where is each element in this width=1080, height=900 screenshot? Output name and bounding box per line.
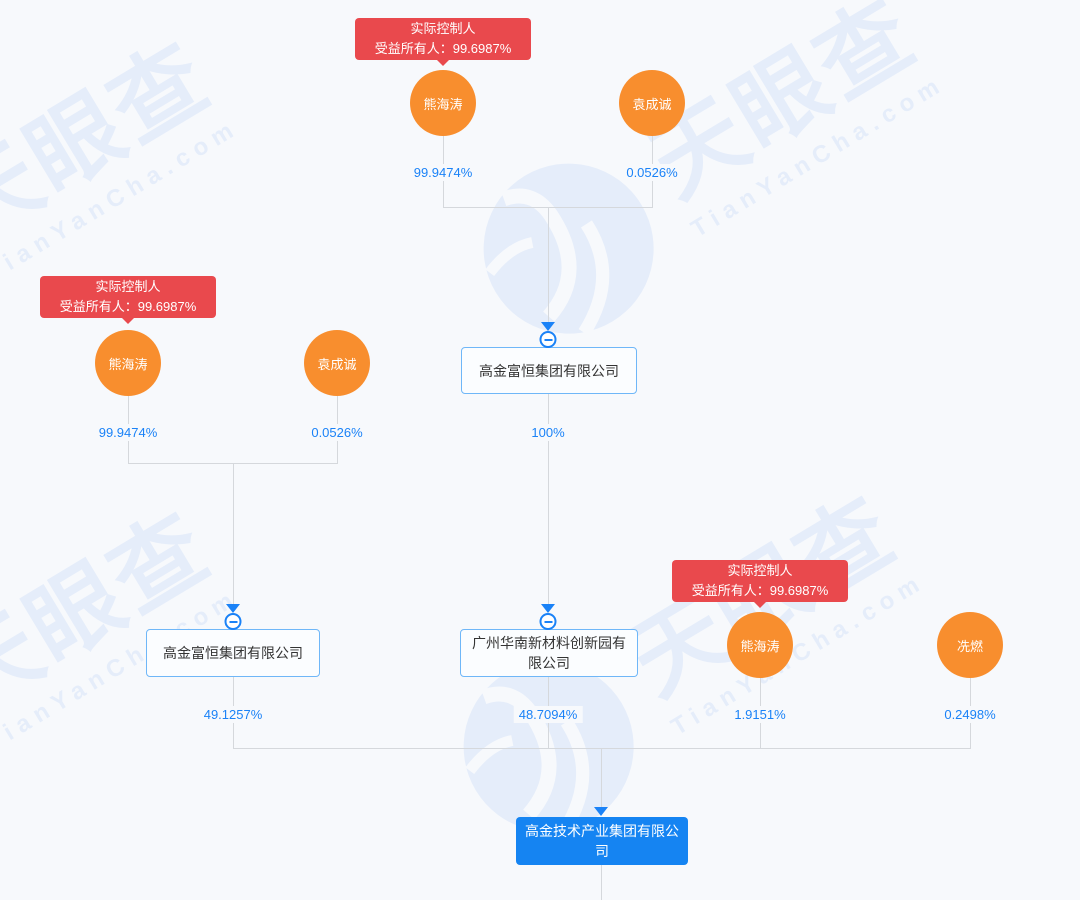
minus-icon bbox=[229, 620, 237, 623]
watermark-brand-cn: 天眼查 bbox=[0, 24, 228, 261]
company-node-target-gaojin-tech[interactable]: 高金技术产业集团有限公司 bbox=[516, 817, 688, 865]
shareholding-percent[interactable]: 48.7094% bbox=[513, 706, 583, 723]
arrow-down-icon bbox=[541, 322, 555, 331]
minus-icon bbox=[544, 338, 552, 341]
shareholding-percent[interactable]: 49.1257% bbox=[198, 706, 268, 723]
actual-controller-badge: 实际控制人 受益所有人：99.6987% bbox=[672, 560, 848, 602]
actual-controller-badge: 实际控制人 受益所有人：99.6987% bbox=[40, 276, 216, 318]
person-node-left-2[interactable]: 袁成诚 bbox=[304, 330, 370, 396]
person-node-top-2[interactable]: 袁成诚 bbox=[619, 70, 685, 136]
shareholding-percent[interactable]: 0.0526% bbox=[621, 164, 683, 181]
connector-line bbox=[601, 748, 602, 808]
arrow-down-icon bbox=[541, 604, 555, 613]
company-node-gaojinfuheng-1[interactable]: 高金富恒集团有限公司 bbox=[461, 347, 637, 394]
shareholding-percent[interactable]: 1.9151% bbox=[729, 706, 791, 723]
shareholding-percent[interactable]: 0.0526% bbox=[306, 424, 368, 441]
arrow-down-icon bbox=[226, 604, 240, 613]
collapse-toggle[interactable] bbox=[539, 613, 557, 630]
watermark-brand-en: TianYanCha.com bbox=[686, 69, 950, 243]
tianyancha-eye-logo-icon bbox=[483, 163, 654, 337]
connector-line bbox=[601, 865, 602, 900]
badge-beneficiary: 受益所有人：99.6987% bbox=[691, 583, 829, 598]
badge-title: 实际控制人 bbox=[727, 563, 793, 578]
badge-title: 实际控制人 bbox=[95, 279, 161, 294]
company-node-huanan-innovation-park[interactable]: 广州华南新材料创新园有限公司 bbox=[460, 629, 638, 677]
tianyancha-watermark: 天眼查 TianYanCha.com bbox=[0, 476, 258, 886]
shareholding-percent[interactable]: 99.9474% bbox=[93, 424, 163, 441]
arrow-down-icon bbox=[594, 807, 608, 816]
shareholding-percent[interactable]: 99.9474% bbox=[408, 164, 478, 181]
watermark-brand-cn: 天眼查 bbox=[0, 494, 228, 731]
shareholding-percent[interactable]: 100% bbox=[526, 424, 570, 441]
shareholding-percent[interactable]: 0.2498% bbox=[939, 706, 1001, 723]
actual-controller-badge: 实际控制人 受益所有人：99.6987% bbox=[355, 18, 531, 60]
company-node-gaojinfuheng-2[interactable]: 高金富恒集团有限公司 bbox=[146, 629, 320, 677]
collapse-toggle[interactable] bbox=[539, 331, 557, 348]
badge-beneficiary: 受益所有人：99.6987% bbox=[374, 41, 512, 56]
collapse-toggle[interactable] bbox=[224, 613, 242, 630]
connector-line bbox=[548, 207, 549, 324]
person-node-left-1[interactable]: 熊海涛 bbox=[95, 330, 161, 396]
person-node-right-1[interactable]: 熊海涛 bbox=[727, 612, 793, 678]
badge-title: 实际控制人 bbox=[410, 21, 476, 36]
minus-icon bbox=[544, 620, 552, 623]
person-node-top-1[interactable]: 熊海涛 bbox=[410, 70, 476, 136]
badge-beneficiary: 受益所有人：99.6987% bbox=[59, 299, 197, 314]
connector-line bbox=[233, 463, 234, 606]
connector-line bbox=[548, 394, 549, 606]
watermark-brand-en: TianYanCha.com bbox=[0, 113, 244, 287]
person-node-right-2[interactable]: 冼燃 bbox=[937, 612, 1003, 678]
